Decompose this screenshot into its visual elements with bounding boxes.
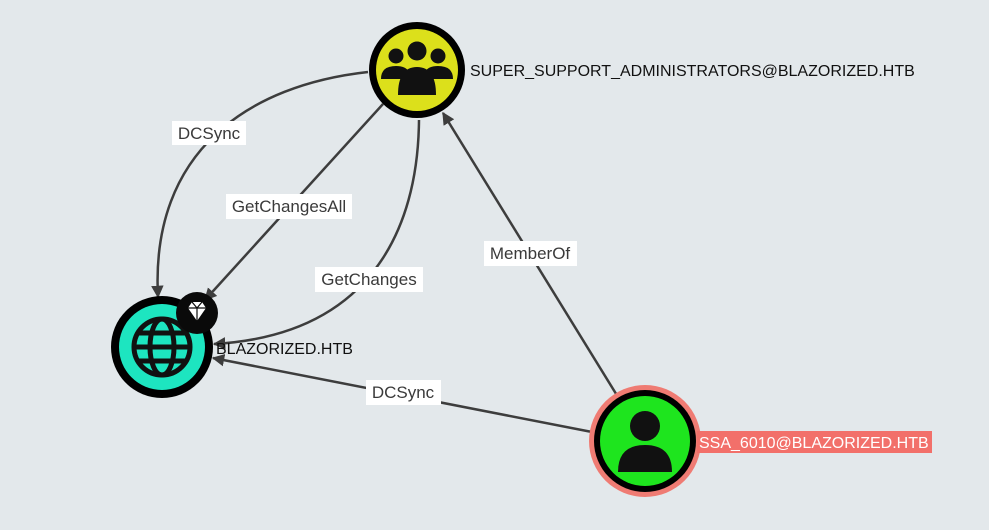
- user-node[interactable]: [589, 385, 701, 497]
- domain-node-label: BLAZORIZED.HTB: [216, 341, 353, 358]
- svg-text:DCSync: DCSync: [178, 124, 241, 143]
- edge-label-getchangesall: GetChangesAll: [226, 194, 352, 219]
- group-node[interactable]: [369, 22, 465, 118]
- user-node-label-highlight: [697, 431, 932, 453]
- svg-text:GetChanges: GetChanges: [321, 270, 416, 289]
- users-group-icon: [381, 41, 453, 95]
- gem-icon: [188, 301, 206, 321]
- svg-text:DCSync: DCSync: [372, 383, 435, 402]
- user-node-label: SSA_6010@BLAZORIZED.HTB: [699, 435, 929, 452]
- edge-label-dcsync-group: DCSync: [172, 121, 246, 145]
- user-icon: [618, 411, 672, 472]
- edge-label-getchanges: GetChanges: [315, 267, 423, 292]
- edge-dcsync-group-to-domain[interactable]: [151, 70, 369, 299]
- svg-text:MemberOf: MemberOf: [490, 244, 571, 263]
- edge-getchanges-group-to-domain[interactable]: [212, 119, 421, 350]
- globe-icon: [131, 316, 193, 378]
- edge-label-dcsync-user: DCSync: [366, 380, 441, 405]
- group-node-label: SUPER_SUPPORT_ADMINISTRATORS@BLAZORIZED.…: [470, 63, 915, 80]
- edge-label-memberof: MemberOf: [484, 241, 577, 266]
- svg-text:GetChangesAll: GetChangesAll: [232, 197, 346, 216]
- domain-badge: [176, 292, 218, 334]
